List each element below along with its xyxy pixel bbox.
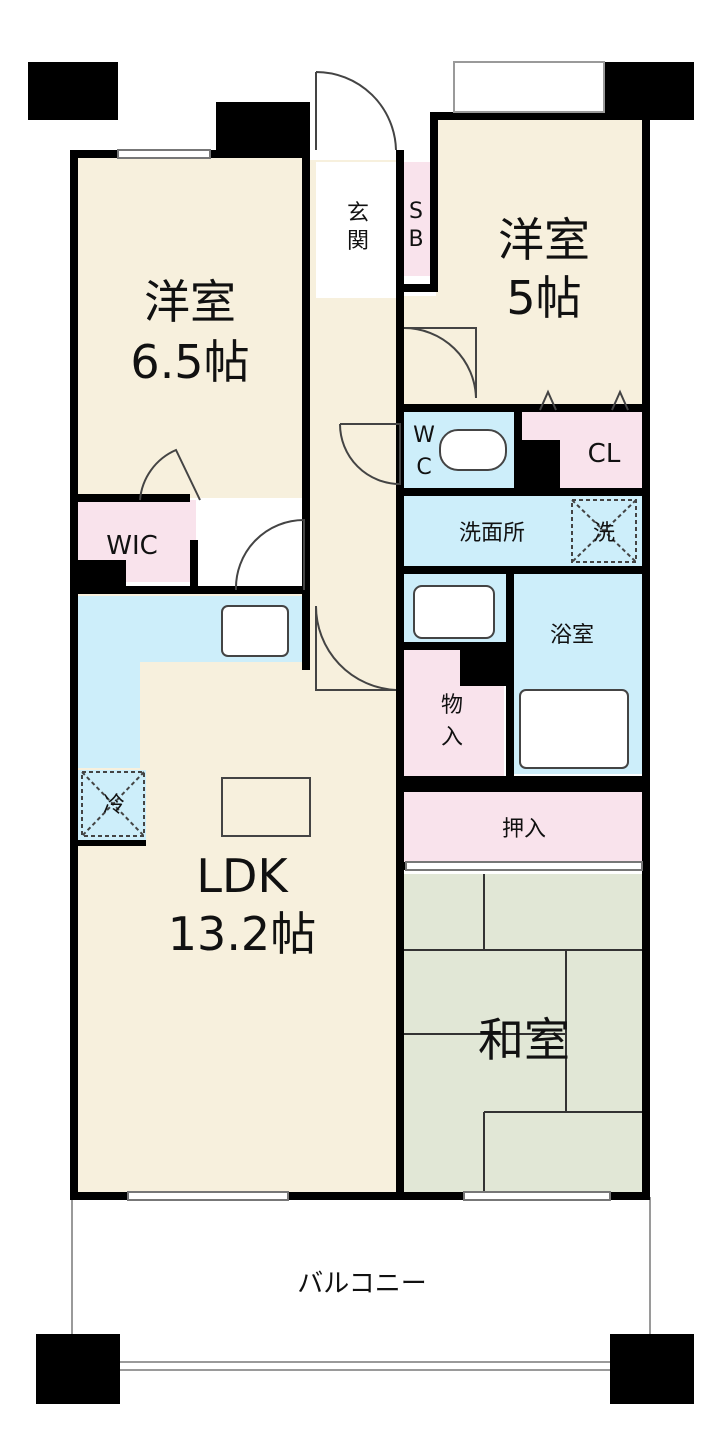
oshiire-label: 押入 [502,817,546,842]
shoebox-label-1: S [409,199,423,224]
oshiire-floor [404,792,642,862]
corridor-right-floor [404,296,642,408]
closet-label: CL [588,439,621,469]
bathroom-label: 浴室 [550,623,594,648]
western-room-left-size: 6.5帖 [130,335,249,389]
kitchen-sink-fixture [221,605,289,657]
balcony [71,1197,651,1371]
fridge-box [81,771,145,837]
wc-label-2: C [416,455,431,480]
dining-table [221,777,311,837]
washroom-label: 洗面所 [459,521,525,546]
fridge-space [78,770,146,842]
japanese-room-name: 和室 [478,1013,570,1067]
western-room-left-name: 洋室 [144,275,236,329]
wc-label-1: W [413,423,435,448]
ldk-name: LDK [196,849,289,903]
fixtures [81,389,637,837]
entrance-label-1: 玄 [347,201,369,226]
western-room-right-name: 洋室 [498,213,590,267]
storage-label-2: 入 [441,725,463,750]
balcony-label: バルコニー [297,1269,426,1299]
fridge-label: 冷 [103,793,125,818]
wic-label: WIC [106,531,158,561]
room-floors [78,118,642,1194]
shoebox-label-2: B [408,227,423,252]
sink-fixture [413,585,495,639]
washer-space [571,499,637,563]
storage-label-1: 物 [441,693,463,718]
bathtub-fixture [519,689,629,769]
shoebox-floor [402,162,430,276]
labels: 洋室 6.5帖 洋室 5帖 LDK 13.2帖 和室 WIC 玄 関 S B W… [103,199,621,1299]
western-room-left-floor [78,158,306,498]
toilet-fixture [439,429,507,471]
doors [139,71,477,691]
entrance-label-2: 関 [347,229,369,254]
ldk-size: 13.2帖 [168,907,316,961]
windows [117,61,643,1201]
tatami-lines [404,874,642,1192]
entrance-floor [316,162,400,298]
washer-label: 洗 [593,521,615,546]
western-room-right-size: 5帖 [506,271,581,325]
